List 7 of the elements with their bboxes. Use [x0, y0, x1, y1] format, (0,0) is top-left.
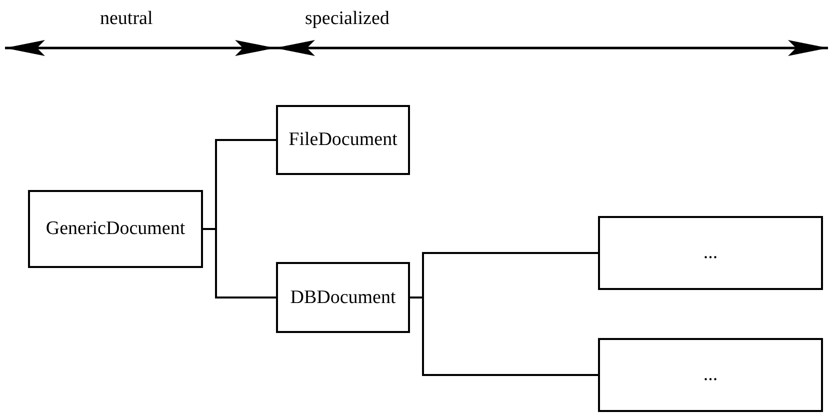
class-box: ... [598, 216, 823, 290]
class-box: DBDocument [276, 262, 410, 333]
class-box: GenericDocument [28, 190, 203, 268]
class-box: ... [598, 338, 823, 412]
range-label: specialized [305, 8, 390, 30]
class-box: FileDocument [276, 105, 410, 175]
range-label: neutral [100, 8, 153, 30]
